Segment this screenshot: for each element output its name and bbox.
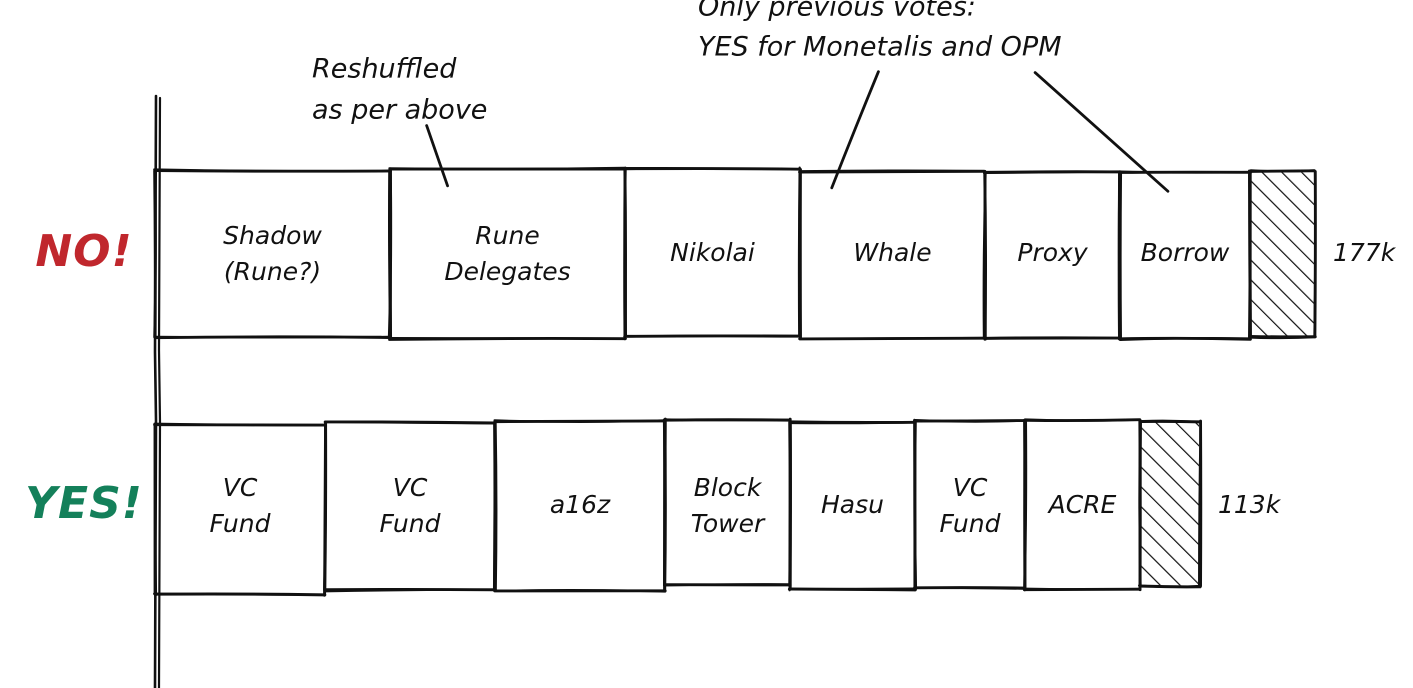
- segment-label: Shadow: [223, 221, 322, 250]
- segment-label: Borrow: [1141, 238, 1230, 267]
- segment-label: Tower: [691, 509, 766, 538]
- annotation-leader-line: [1033, 71, 1170, 193]
- bar-segment-remainder[interactable]: [1138, 419, 1203, 589]
- segment-label: Fund: [380, 509, 441, 538]
- segment-label: Hasu: [821, 490, 884, 519]
- annotation-leaders: [425, 70, 1170, 193]
- segment-label: (Rune?): [224, 257, 321, 286]
- annotation-text: YES for Monetalis and OPM: [698, 32, 1062, 63]
- segment-label: Nikolai: [670, 238, 755, 267]
- segment-label: Whale: [853, 238, 931, 267]
- bar-segment[interactable]: [798, 169, 987, 341]
- bar-row-no: [153, 166, 1317, 342]
- segment-label: Fund: [210, 509, 271, 538]
- bar-total-label: 113k: [1218, 490, 1282, 519]
- segment-label: VC: [223, 473, 258, 502]
- segment-label: Delegates: [444, 257, 570, 286]
- vote-label-no: NO!: [35, 226, 132, 277]
- segment-label: VC: [393, 473, 428, 502]
- hatch-fill: [1141, 422, 1199, 586]
- bar-segment[interactable]: [153, 168, 393, 340]
- segment-label: Rune: [475, 221, 539, 250]
- segment-label: VC: [953, 473, 988, 502]
- hatch-fill: [1251, 172, 1314, 336]
- annotation-text: Reshuffled: [312, 54, 457, 85]
- bar-segment-remainder[interactable]: [1248, 169, 1317, 340]
- segment-label: Block: [694, 473, 763, 502]
- bar-segment[interactable]: [153, 422, 327, 597]
- vote-label-yes: YES!: [25, 478, 143, 529]
- annotation-leader-line: [425, 124, 449, 188]
- bar-row-yes: [153, 417, 1203, 597]
- segment-label: Proxy: [1017, 238, 1088, 267]
- bars-group: [153, 166, 1317, 597]
- annotation-text: as per above: [312, 95, 487, 126]
- segment-label: Fund: [940, 509, 1001, 538]
- annotation-leader-line: [830, 70, 880, 190]
- segment-label: a16z: [550, 490, 611, 519]
- segment-label: ACRE: [1047, 490, 1117, 519]
- annotation-text: Only previous votes:: [698, 0, 976, 23]
- bar-total-label: 177k: [1333, 238, 1397, 267]
